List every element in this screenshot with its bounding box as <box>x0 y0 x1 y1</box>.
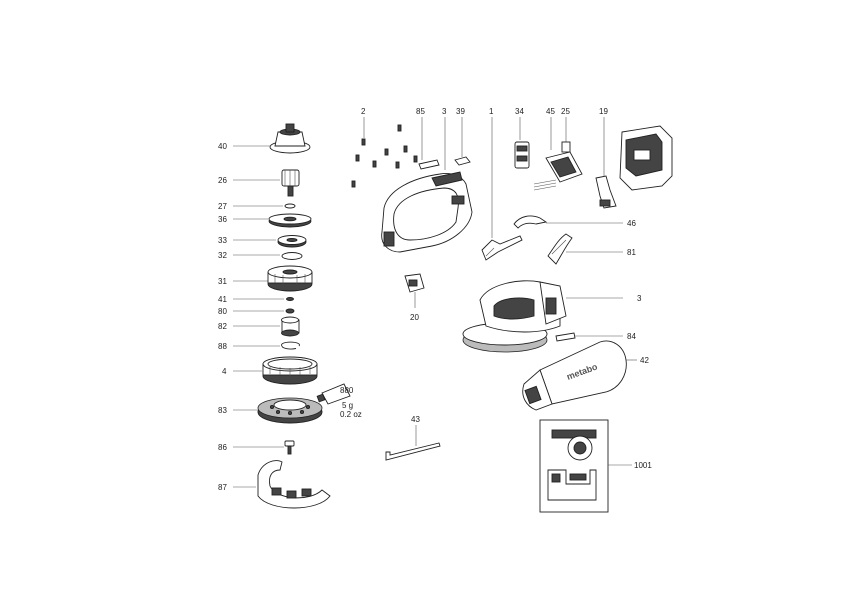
label-41: 41 <box>218 295 227 304</box>
part-41-small-washer <box>286 297 294 301</box>
label-27: 27 <box>218 202 227 211</box>
part-45-electronics <box>533 151 583 191</box>
part-labels-left: 40 26 27 36 33 32 31 41 80 82 88 4 83 86… <box>218 142 227 492</box>
label-82: 82 <box>218 322 227 331</box>
part-3-housing-half <box>381 171 473 253</box>
part-1001-detail-box: 1001 <box>539 419 652 513</box>
part-86-screw <box>284 440 295 455</box>
part-grease-tube: 880 5 g 0.2 oz <box>316 383 362 419</box>
part-32-retaining-ring <box>281 252 303 260</box>
label-80: 80 <box>218 307 227 316</box>
label-1001: 1001 <box>634 461 652 470</box>
part-85-label-strip <box>418 159 440 170</box>
label-43: 43 <box>411 415 420 424</box>
part-40-motor-cap <box>269 123 311 154</box>
label-83: 83 <box>218 406 227 415</box>
part-20-cover-switch: 20 <box>404 273 425 322</box>
part-1-lever <box>481 235 523 261</box>
part-25-small-plate <box>561 141 571 153</box>
label-4: 4 <box>222 367 227 376</box>
part-34-switch <box>514 141 530 169</box>
part-4-brake-ring <box>262 356 318 385</box>
label-39: 39 <box>456 107 465 116</box>
part-84-label: 84 <box>555 332 636 342</box>
label-81: 81 <box>627 248 636 257</box>
label-42: 42 <box>640 356 649 365</box>
label-26: 26 <box>218 176 227 185</box>
part-39-plate <box>454 156 471 166</box>
label-20: 20 <box>410 313 419 322</box>
part-19-latch <box>595 175 617 209</box>
label-1: 1 <box>489 107 494 116</box>
label-88: 88 <box>218 342 227 351</box>
label-33: 33 <box>218 236 227 245</box>
part-81-spring: 81 <box>547 233 636 265</box>
label-45: 45 <box>546 107 555 116</box>
label-31: 31 <box>218 277 227 286</box>
label-40: 40 <box>218 142 227 151</box>
label-85: 85 <box>416 107 425 116</box>
label-32: 32 <box>218 251 227 260</box>
part-battery-pack <box>619 125 673 191</box>
part-33-bearing <box>277 235 307 248</box>
part-83-sanding-pad <box>257 397 323 424</box>
part-3-complete-sander: 3 <box>462 280 642 353</box>
label-3-sander: 3 <box>637 294 642 303</box>
part-82-eccentric <box>281 316 300 337</box>
part-80-nut <box>285 308 295 314</box>
label-34: 34 <box>515 107 524 116</box>
part-46-wire-clip: 46 <box>513 215 636 229</box>
label-2: 2 <box>361 107 366 116</box>
label-36: 36 <box>218 215 227 224</box>
grease-code: 880 <box>340 386 354 395</box>
part-2-screws <box>351 124 418 188</box>
part-43-allen-key: 43 <box>385 415 441 461</box>
label-84: 84 <box>627 332 636 341</box>
label-25: 25 <box>561 107 570 116</box>
label-19: 19 <box>599 107 608 116</box>
grease-weight: 5 g <box>342 401 353 410</box>
label-46: 46 <box>627 219 636 228</box>
grease-weight-oz: 0.2 oz <box>340 410 362 419</box>
part-42-dust-bag: metabo 42 <box>522 340 649 411</box>
label-87: 87 <box>218 483 227 492</box>
label-86: 86 <box>218 443 227 452</box>
leader-lines-left <box>233 145 284 488</box>
label-3-top: 3 <box>442 107 447 116</box>
part-27-washer <box>284 203 296 209</box>
part-labels-top: 2 85 3 39 1 34 45 25 19 <box>361 107 608 116</box>
leader-lines-top <box>363 117 605 238</box>
part-26-armature <box>281 169 300 197</box>
part-31-fan <box>267 265 313 292</box>
part-87-dust-shroud <box>257 460 331 509</box>
part-88-clip-ring <box>281 341 300 350</box>
part-36-fan-ring <box>268 213 312 228</box>
